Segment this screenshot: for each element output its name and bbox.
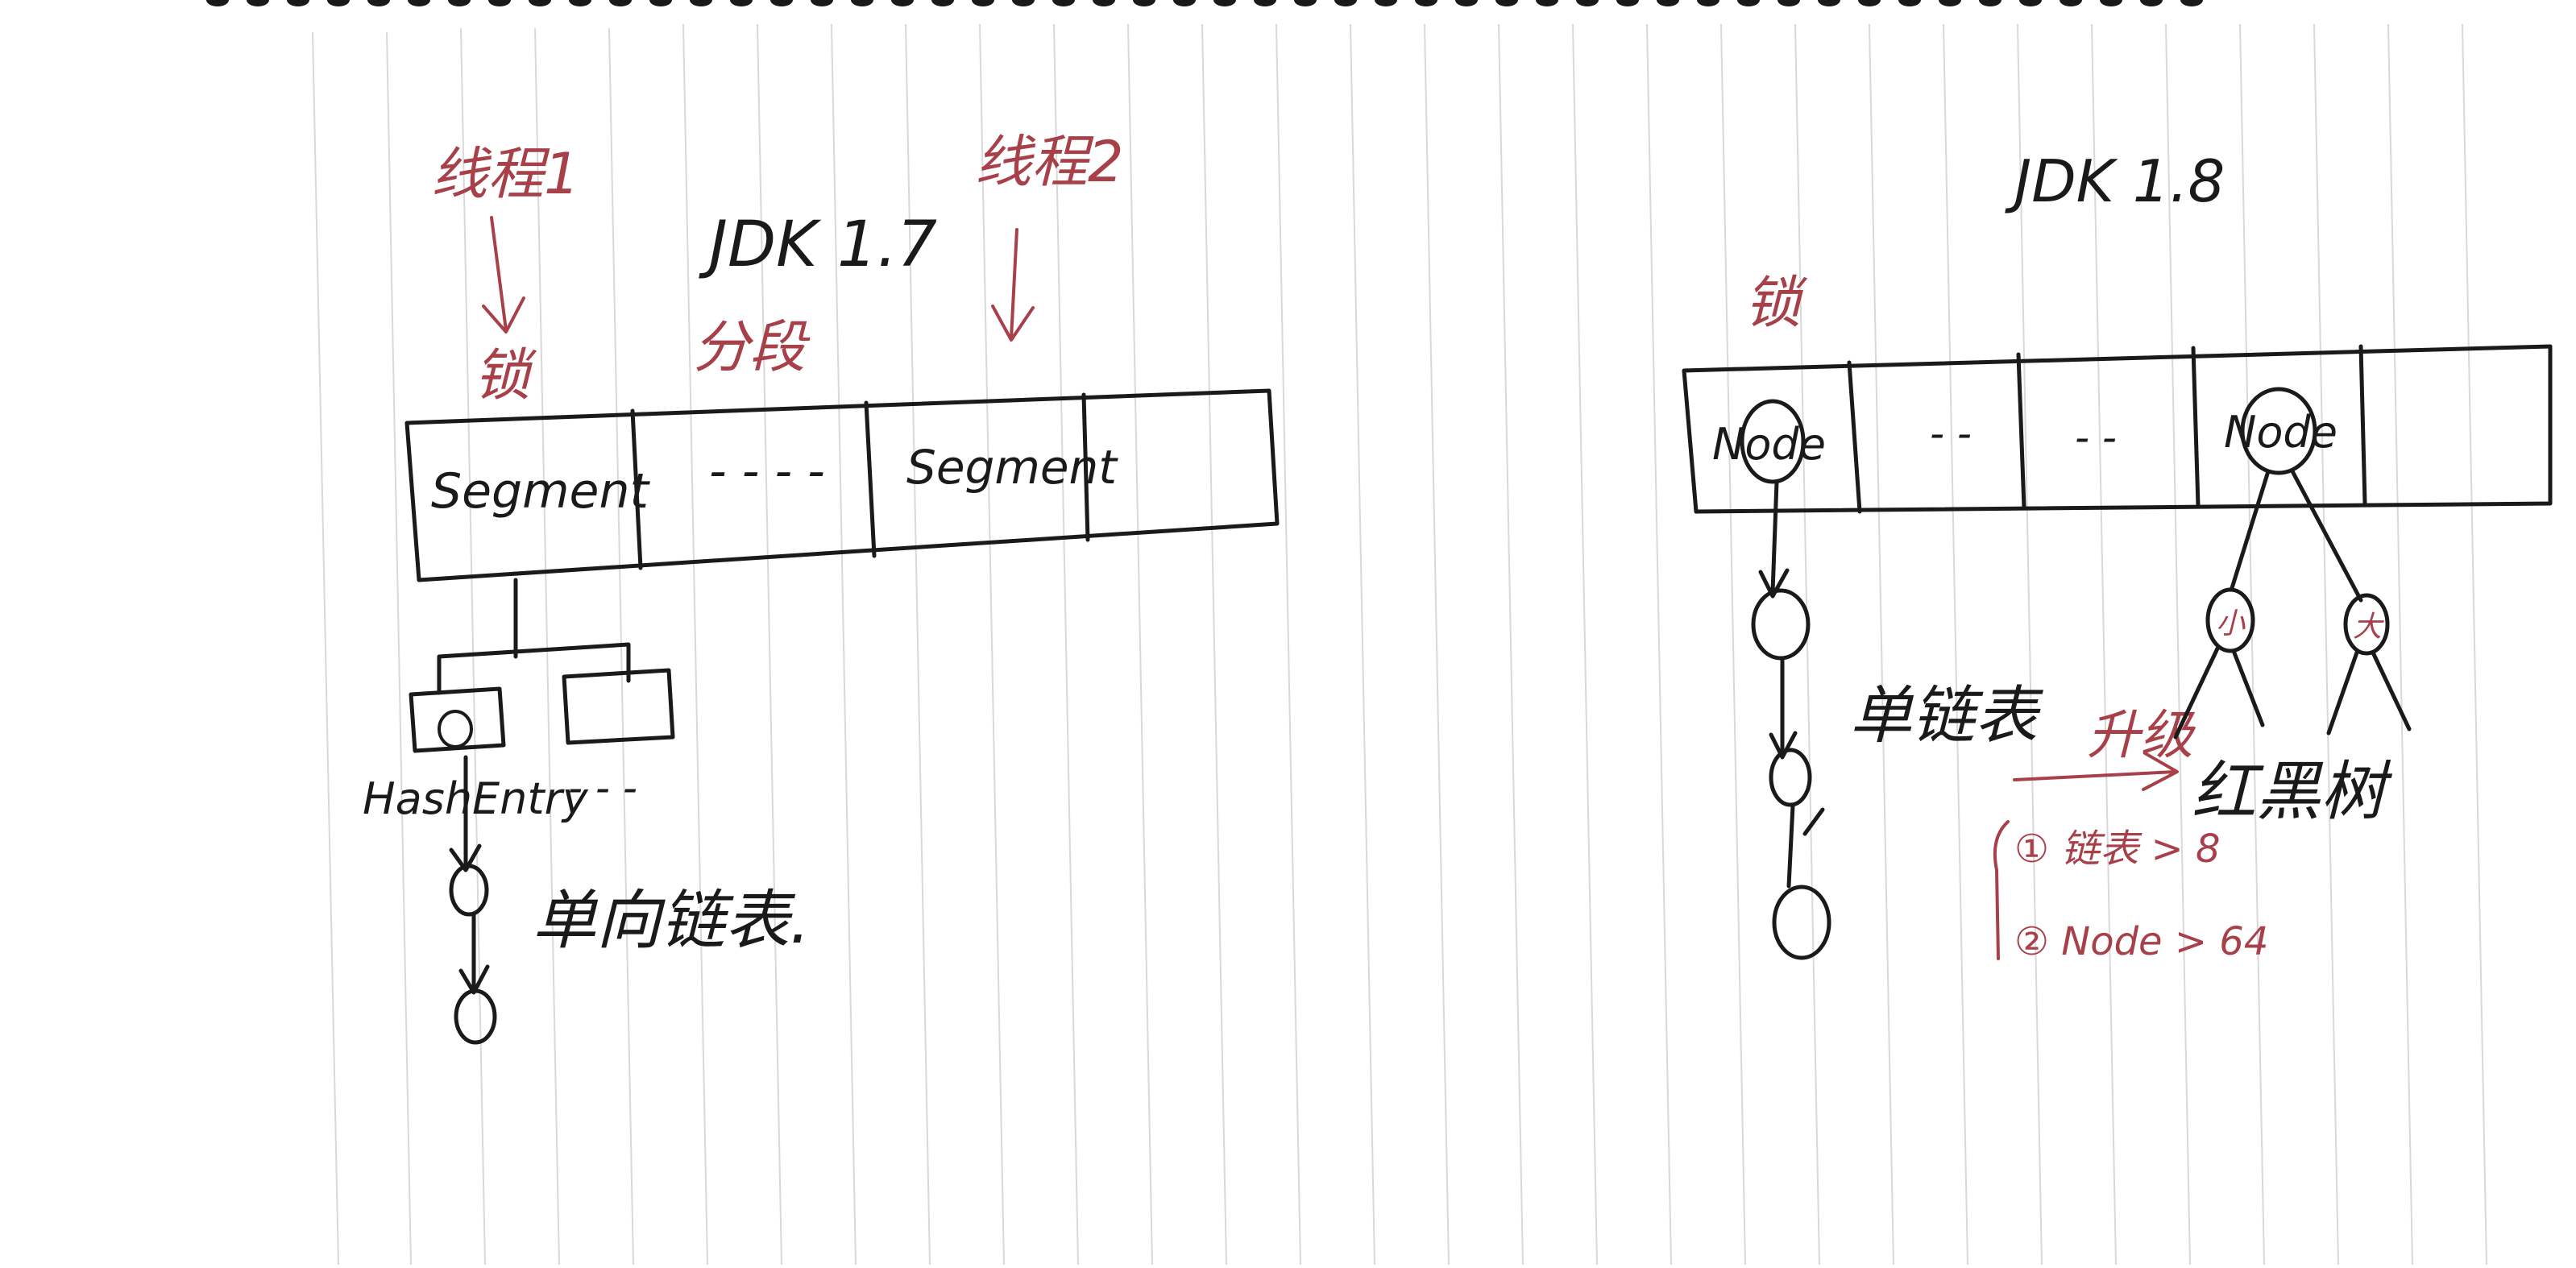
list-link-3: [1786, 803, 1825, 889]
segment-divider-2: [864, 400, 877, 558]
single-linked-list-label: 单链表: [1849, 680, 2044, 752]
node-array: [1682, 344, 2553, 514]
jdk17-lock-label: 锁: [474, 342, 537, 408]
node-cell-1: Node: [1712, 419, 1826, 470]
condition-1: ① 链表 > 8: [2014, 827, 2221, 872]
segment-cell-3: Segment: [906, 440, 1118, 495]
jdk17-title: JDK 1.7: [699, 209, 937, 281]
jdk18-diagram: JDK 1.8 锁 Node - - - - Node 单链表 升级 小 大: [1682, 147, 2553, 964]
condition-brace: [1993, 820, 2010, 960]
binder-holes: [206, 0, 2203, 6]
hash-entry-label: HashEntry: [363, 773, 589, 824]
list-node-3: [1772, 885, 1831, 960]
hash-entry-more: - - -: [568, 765, 637, 811]
hash-list-link-2: [458, 912, 490, 995]
tree-node-right-label: 大: [2353, 611, 2384, 644]
tree-node-left: [2205, 587, 2255, 653]
tree-leaves-left: [2173, 646, 2265, 740]
node-circle-1: [1740, 399, 1806, 484]
hash-entry-node: [438, 710, 473, 748]
list-link-2: [1769, 657, 1798, 760]
hash-list-link-1: [449, 755, 482, 872]
upgrade-label: 升级: [2087, 704, 2196, 766]
thread1-label: 线程1: [431, 141, 580, 207]
thread2-label: 线程2: [975, 129, 1124, 195]
segment-divider-3: [1081, 392, 1090, 542]
jdk18-title: JDK 1.8: [2005, 147, 2225, 215]
segments-label: 分段: [693, 314, 811, 380]
thread2-arrow: [991, 228, 1035, 342]
node-cell-4: Node: [2224, 407, 2337, 458]
condition-2: ② Node > 64: [2014, 919, 2268, 964]
node-divider-3: [2191, 346, 2201, 508]
node-divider-4: [2358, 344, 2367, 506]
jdk17-diagram: JDK 1.7 线程1 线程2 锁 分段 Segment - - - - Seg…: [363, 129, 1280, 1045]
tree-branch-left: [2230, 469, 2271, 590]
jdk18-lock-label: 锁: [1744, 270, 1808, 336]
tree-node-right: [2343, 593, 2390, 656]
red-black-tree-label: 红黑树: [2192, 754, 2393, 829]
list-node-2: [1769, 748, 1812, 807]
hash-list-node-1: [449, 864, 489, 917]
list-node-1: [1751, 588, 1811, 661]
node-divider-1: [1847, 360, 1862, 514]
hash-entry-box-2: [562, 668, 675, 745]
tree-node-left-label: 小: [2216, 607, 2246, 640]
node-cell-3: - -: [2075, 414, 2117, 461]
hash-entry-box-1: [409, 686, 506, 753]
hash-entry-connector: [437, 578, 631, 695]
node-circle-4: [2240, 387, 2317, 475]
thread1-arrow: [482, 216, 525, 334]
singly-linked-list-label: 单向链表.: [532, 883, 810, 958]
upgrade-arrow: [2013, 752, 2179, 791]
segment-cell-2: - - - -: [709, 443, 825, 499]
ruled-lines: [312, 23, 2487, 1266]
list-link-1: [1758, 479, 1790, 599]
node-cell-2: - -: [1930, 410, 1972, 457]
hash-list-node-2: [454, 988, 497, 1045]
node-divider-2: [2016, 352, 2026, 510]
segment-array: [404, 388, 1280, 582]
segment-cell-1: Segment: [431, 463, 650, 520]
tree-branch-right: [2290, 469, 2363, 603]
segment-divider-1: [630, 408, 643, 570]
tree-leaves-right: [2326, 650, 2412, 736]
